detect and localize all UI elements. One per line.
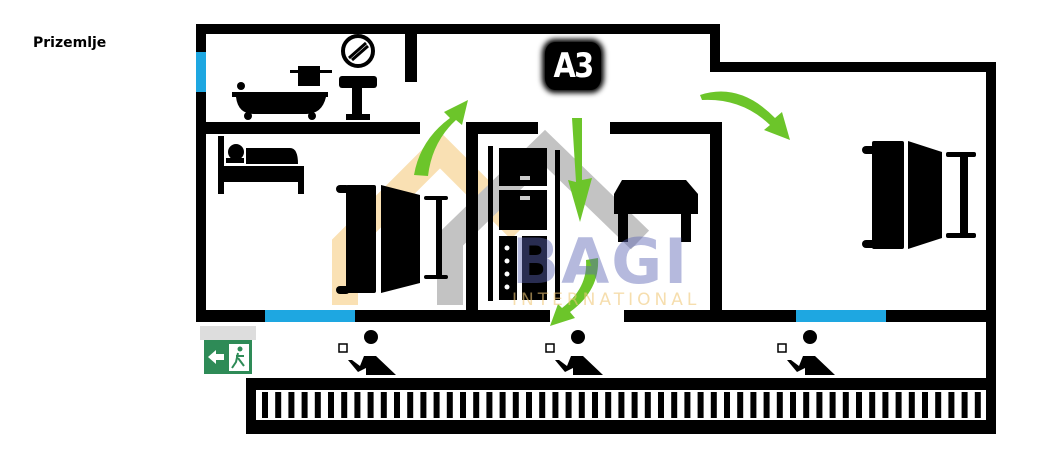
exit-sign-icon: [200, 326, 256, 374]
sink-icon: [339, 76, 377, 120]
walls: [196, 24, 996, 434]
floor-label: Prizemlje: [33, 35, 107, 51]
railing: [256, 386, 986, 418]
watermark-brand: BAGI: [512, 225, 690, 298]
person-wine-icon: [338, 330, 396, 375]
windows: [196, 52, 886, 322]
arrow-icon: [414, 91, 790, 326]
person-wine-icon: [777, 330, 835, 375]
bed-icon: [218, 136, 304, 194]
bathtub-icon: [232, 82, 328, 120]
table-icon: [614, 180, 698, 242]
kitchen-unit-icon: [488, 146, 560, 301]
watermark-sub: INTERNATIONAL: [512, 290, 701, 310]
mirror-icon: [341, 34, 375, 68]
person-wine-icon: [545, 330, 603, 375]
double-bed-icon: [336, 185, 448, 294]
double-bed-icon: [862, 141, 976, 249]
towel-icon: [290, 66, 332, 86]
unit-label: A3: [544, 42, 602, 90]
